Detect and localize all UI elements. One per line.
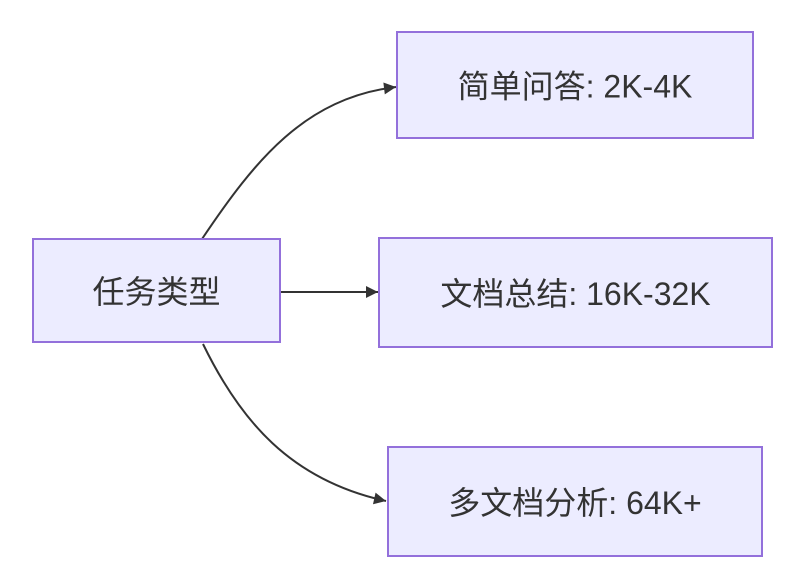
node-simple-qa: 简单问答: 2K-4K	[396, 31, 754, 139]
edge-group	[201, 82, 397, 505]
node-multi-doc-analysis-box	[387, 446, 763, 557]
node-doc-summary: 文档总结: 16K-32K	[378, 237, 773, 348]
node-doc-summary-label: 文档总结: 16K-32K	[440, 276, 710, 312]
node-multi-doc-analysis: 多文档分析: 64K+	[387, 446, 763, 557]
node-multi-doc-analysis-label: 多文档分析: 64K+	[448, 485, 701, 521]
node-doc-summary-box	[378, 237, 773, 348]
node-simple-qa-box	[396, 31, 754, 139]
edge-task-type-to-simple-qa	[201, 82, 397, 240]
node-task-type-box	[32, 238, 281, 343]
node-simple-qa-label: 简单问答: 2K-4K	[458, 69, 693, 105]
node-task-type: 任务类型	[32, 238, 281, 343]
edge-task-type-to-multi-doc-analysis	[202, 343, 387, 505]
node-task-type-label: 任务类型	[92, 274, 220, 310]
